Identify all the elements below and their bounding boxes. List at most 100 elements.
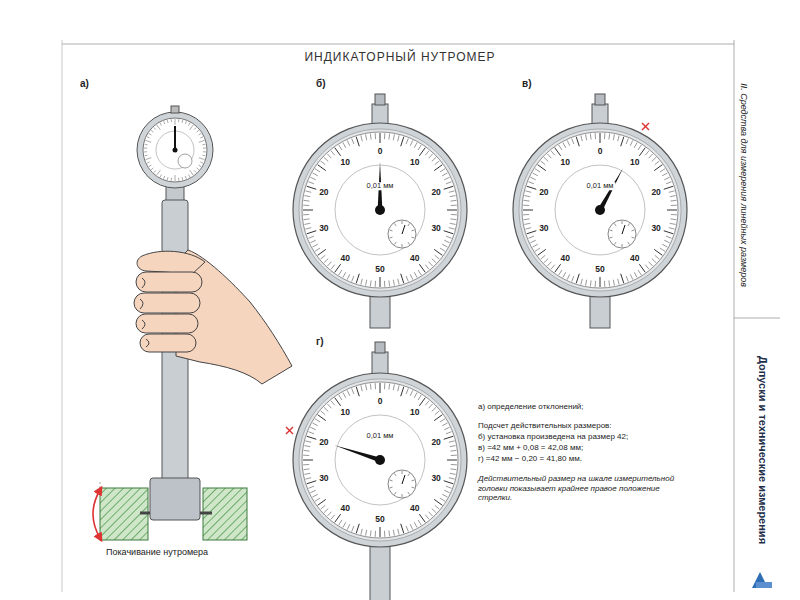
dial-drawing	[586, 134, 587, 140]
dial-drawing	[304, 223, 310, 224]
dial-drawing	[652, 259, 656, 263]
scale-number: 40	[341, 503, 350, 512]
dial-drawing	[450, 446, 456, 447]
bore-gauge	[157, 170, 161, 175]
dial-drawing	[343, 143, 346, 148]
dial-drawing	[327, 262, 331, 266]
bore-gauge	[197, 168, 199, 170]
dial-stems	[595, 94, 605, 105]
dial-drawing	[305, 441, 311, 442]
dial-drawing	[406, 276, 408, 282]
dial-drawing	[414, 393, 417, 398]
dial-drawing	[418, 270, 421, 275]
scale-unit: 0,01 мм	[365, 432, 396, 440]
dial-drawing	[535, 169, 540, 172]
dial-drawing	[394, 223, 396, 225]
dial-drawing	[446, 432, 452, 434]
dial-drawing	[414, 143, 417, 148]
dial-drawing	[632, 229, 635, 231]
dial-drawing	[442, 494, 447, 497]
dial-drawing	[590, 280, 592, 286]
dial-drawing	[450, 450, 456, 452]
bore-gauge	[200, 162, 203, 163]
dial-drawing	[303, 464, 309, 465]
dial-drawing	[310, 177, 315, 180]
logo	[752, 572, 772, 588]
dial-drawing	[388, 220, 416, 248]
bore-gauge	[181, 120, 183, 123]
red-mark	[286, 427, 293, 434]
dial-drawing	[335, 264, 341, 272]
dial-drawing	[581, 135, 582, 141]
dial-drawing	[398, 385, 399, 391]
hand	[136, 272, 202, 292]
scale-number: 10	[561, 158, 570, 167]
dial-drawing	[572, 276, 574, 282]
dial-drawing	[670, 223, 676, 224]
dial-drawing	[530, 177, 535, 180]
dial-drawing	[544, 157, 548, 161]
dial-drawing	[429, 262, 433, 266]
dial-drawing	[347, 390, 350, 395]
dial-drawing	[375, 133, 376, 139]
bore-gauge	[144, 119, 206, 181]
workpiece	[100, 480, 101, 488]
dial-drawing	[327, 512, 331, 516]
scale-unit: 0,01 мм	[585, 182, 616, 190]
dial-stems	[370, 294, 390, 328]
dial-drawing	[600, 277, 601, 287]
dial-drawing	[524, 223, 530, 224]
dial-drawing	[401, 137, 404, 147]
dial-drawing	[339, 395, 342, 400]
dial-stems	[370, 544, 390, 600]
dial-drawing	[412, 479, 415, 481]
scale-number: 50	[375, 265, 384, 274]
dial-drawing	[410, 274, 413, 279]
dial-drawing	[384, 383, 385, 389]
dial-drawing	[414, 272, 417, 277]
dial-drawing	[628, 223, 630, 225]
dial-drawing	[595, 133, 596, 139]
dial-drawing	[610, 237, 613, 239]
dial-drawing	[393, 280, 394, 286]
dial-drawing	[299, 129, 461, 291]
dial-drawing	[370, 134, 372, 140]
dial-drawing	[331, 151, 335, 156]
dial-face: 0,01 мм0102030405040302010	[512, 122, 688, 298]
dial-stems	[372, 352, 388, 376]
dial-drawing	[308, 182, 314, 184]
dial-drawing	[305, 191, 311, 192]
bore-gauge	[151, 130, 153, 132]
dial-drawing	[361, 135, 362, 141]
bore-gauge	[144, 148, 147, 149]
frame-lines	[62, 40, 780, 592]
dial-drawing	[572, 138, 574, 144]
bore-gauge	[178, 178, 179, 181]
dial-drawing	[622, 244, 623, 247]
bore-gauge	[185, 121, 186, 124]
dial-drawing	[563, 272, 566, 277]
dial-drawing	[530, 240, 535, 243]
dial-drawing	[331, 401, 335, 406]
section-heading: II. Средства для измерения линейных разм…	[739, 83, 750, 287]
hand	[140, 278, 149, 347]
dial-drawing	[669, 191, 675, 192]
dial-drawing	[390, 487, 393, 489]
dial-drawing	[528, 182, 534, 184]
dial-drawing	[638, 145, 641, 150]
dial-drawing	[444, 177, 449, 180]
note-line: а) определение отклонений;	[478, 402, 584, 412]
scale-number: 30	[319, 474, 328, 483]
dial-drawing	[343, 393, 346, 398]
bore-gauge	[147, 162, 150, 163]
dial-drawing	[339, 520, 342, 525]
dial-drawing	[667, 210, 677, 211]
dial-drawing	[444, 231, 454, 234]
dial-drawing	[406, 526, 408, 532]
dial-drawing	[324, 509, 328, 513]
dial-drawing	[366, 384, 367, 390]
dial-drawing	[327, 404, 331, 408]
dial-drawing	[440, 419, 445, 422]
dial-drawing	[547, 262, 551, 266]
